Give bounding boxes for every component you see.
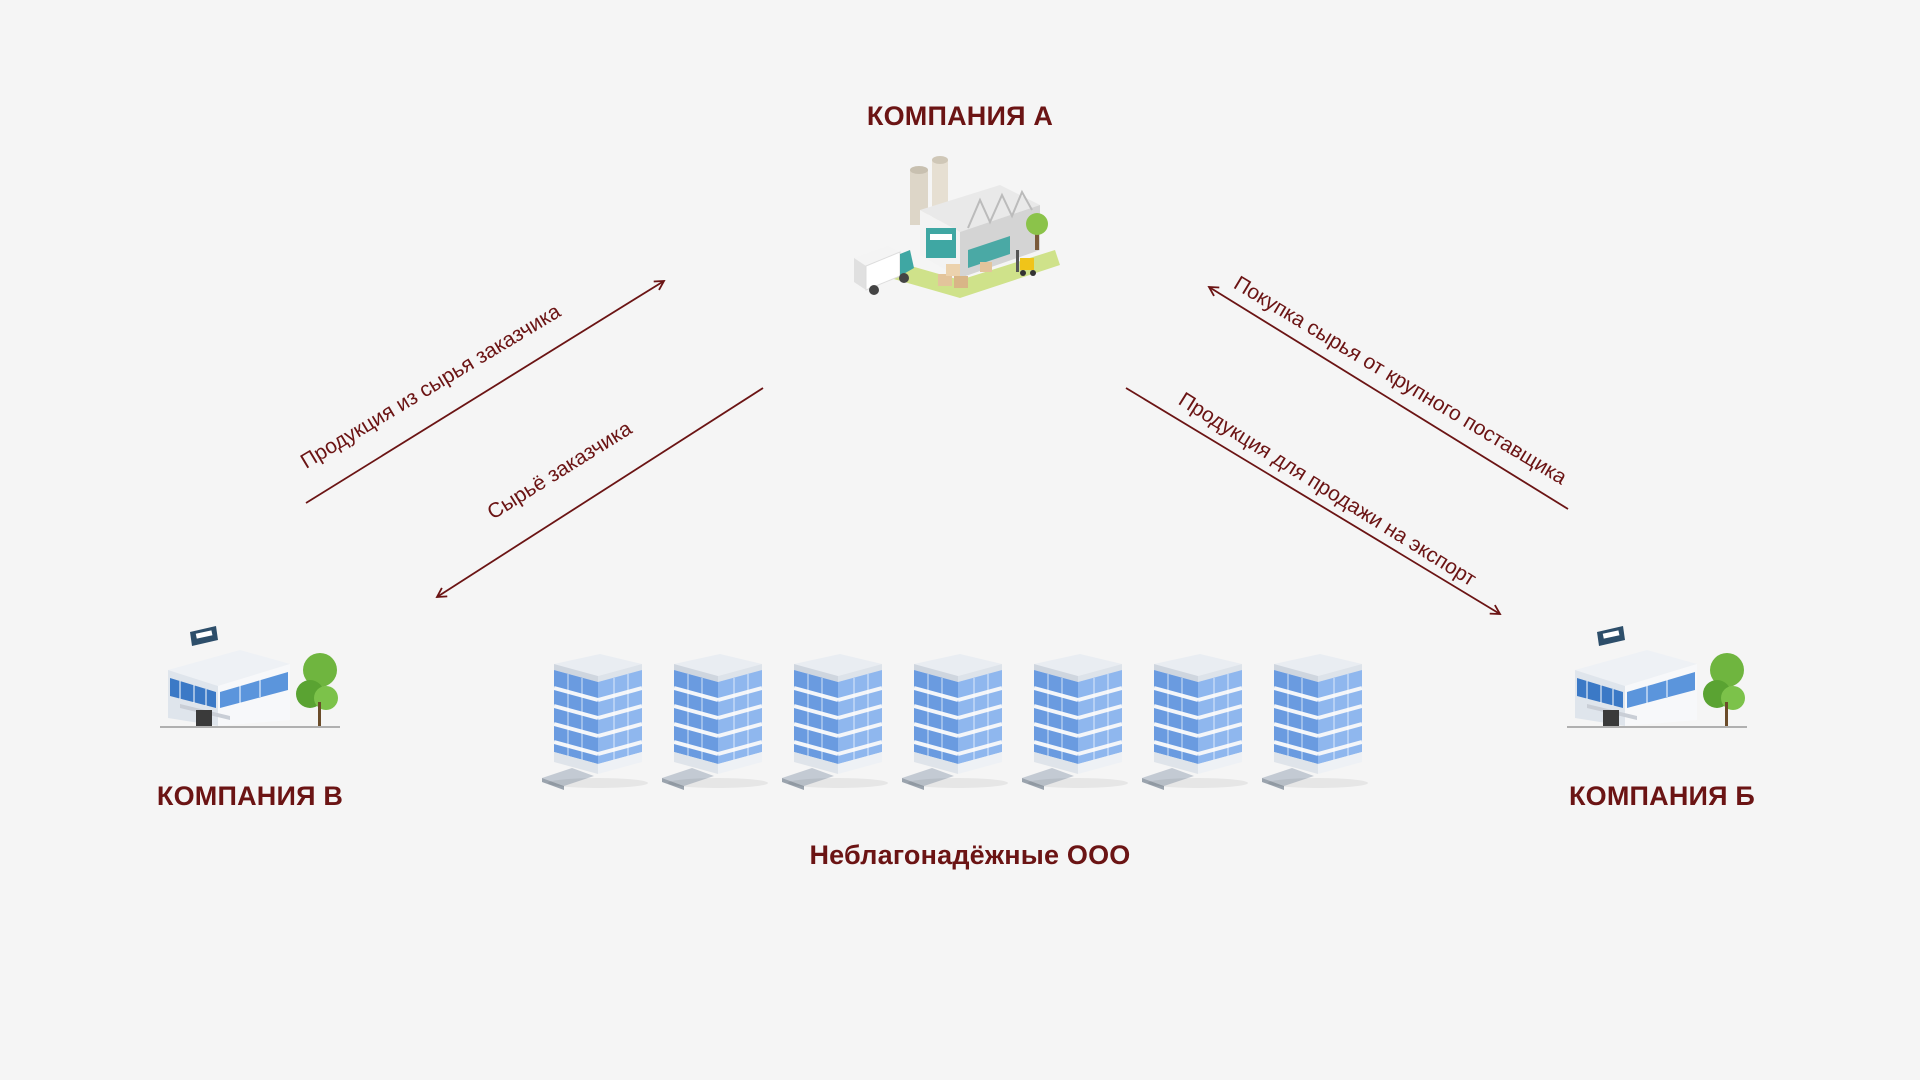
office-tower-icon bbox=[662, 654, 768, 790]
office-tower-icon bbox=[902, 654, 1008, 790]
arrow-export-to-company-b bbox=[1125, 387, 1502, 615]
office-tower-icon bbox=[782, 654, 888, 790]
company-a-label: КОМПАНИЯ А bbox=[866, 101, 1054, 131]
office-building-icon-b bbox=[1567, 626, 1747, 728]
arrow-product-to-company-a bbox=[305, 280, 666, 504]
arrow-raw-to-company-v bbox=[435, 387, 764, 599]
office-tower-icon bbox=[1262, 654, 1368, 790]
unreliable-llc-label: Неблагонадёжные ООО bbox=[809, 840, 1131, 870]
office-tower-icon bbox=[1022, 654, 1128, 790]
office-tower-icon bbox=[1142, 654, 1248, 790]
company-v-label: КОМПАНИЯ В bbox=[156, 781, 344, 811]
factory-icon bbox=[854, 156, 1060, 298]
office-tower-icon bbox=[542, 654, 648, 790]
arrow-raw-purchase-to-company-a bbox=[1207, 286, 1569, 510]
office-building-icon bbox=[160, 626, 340, 728]
company-b-label: КОМПАНИЯ Б bbox=[1568, 781, 1756, 811]
